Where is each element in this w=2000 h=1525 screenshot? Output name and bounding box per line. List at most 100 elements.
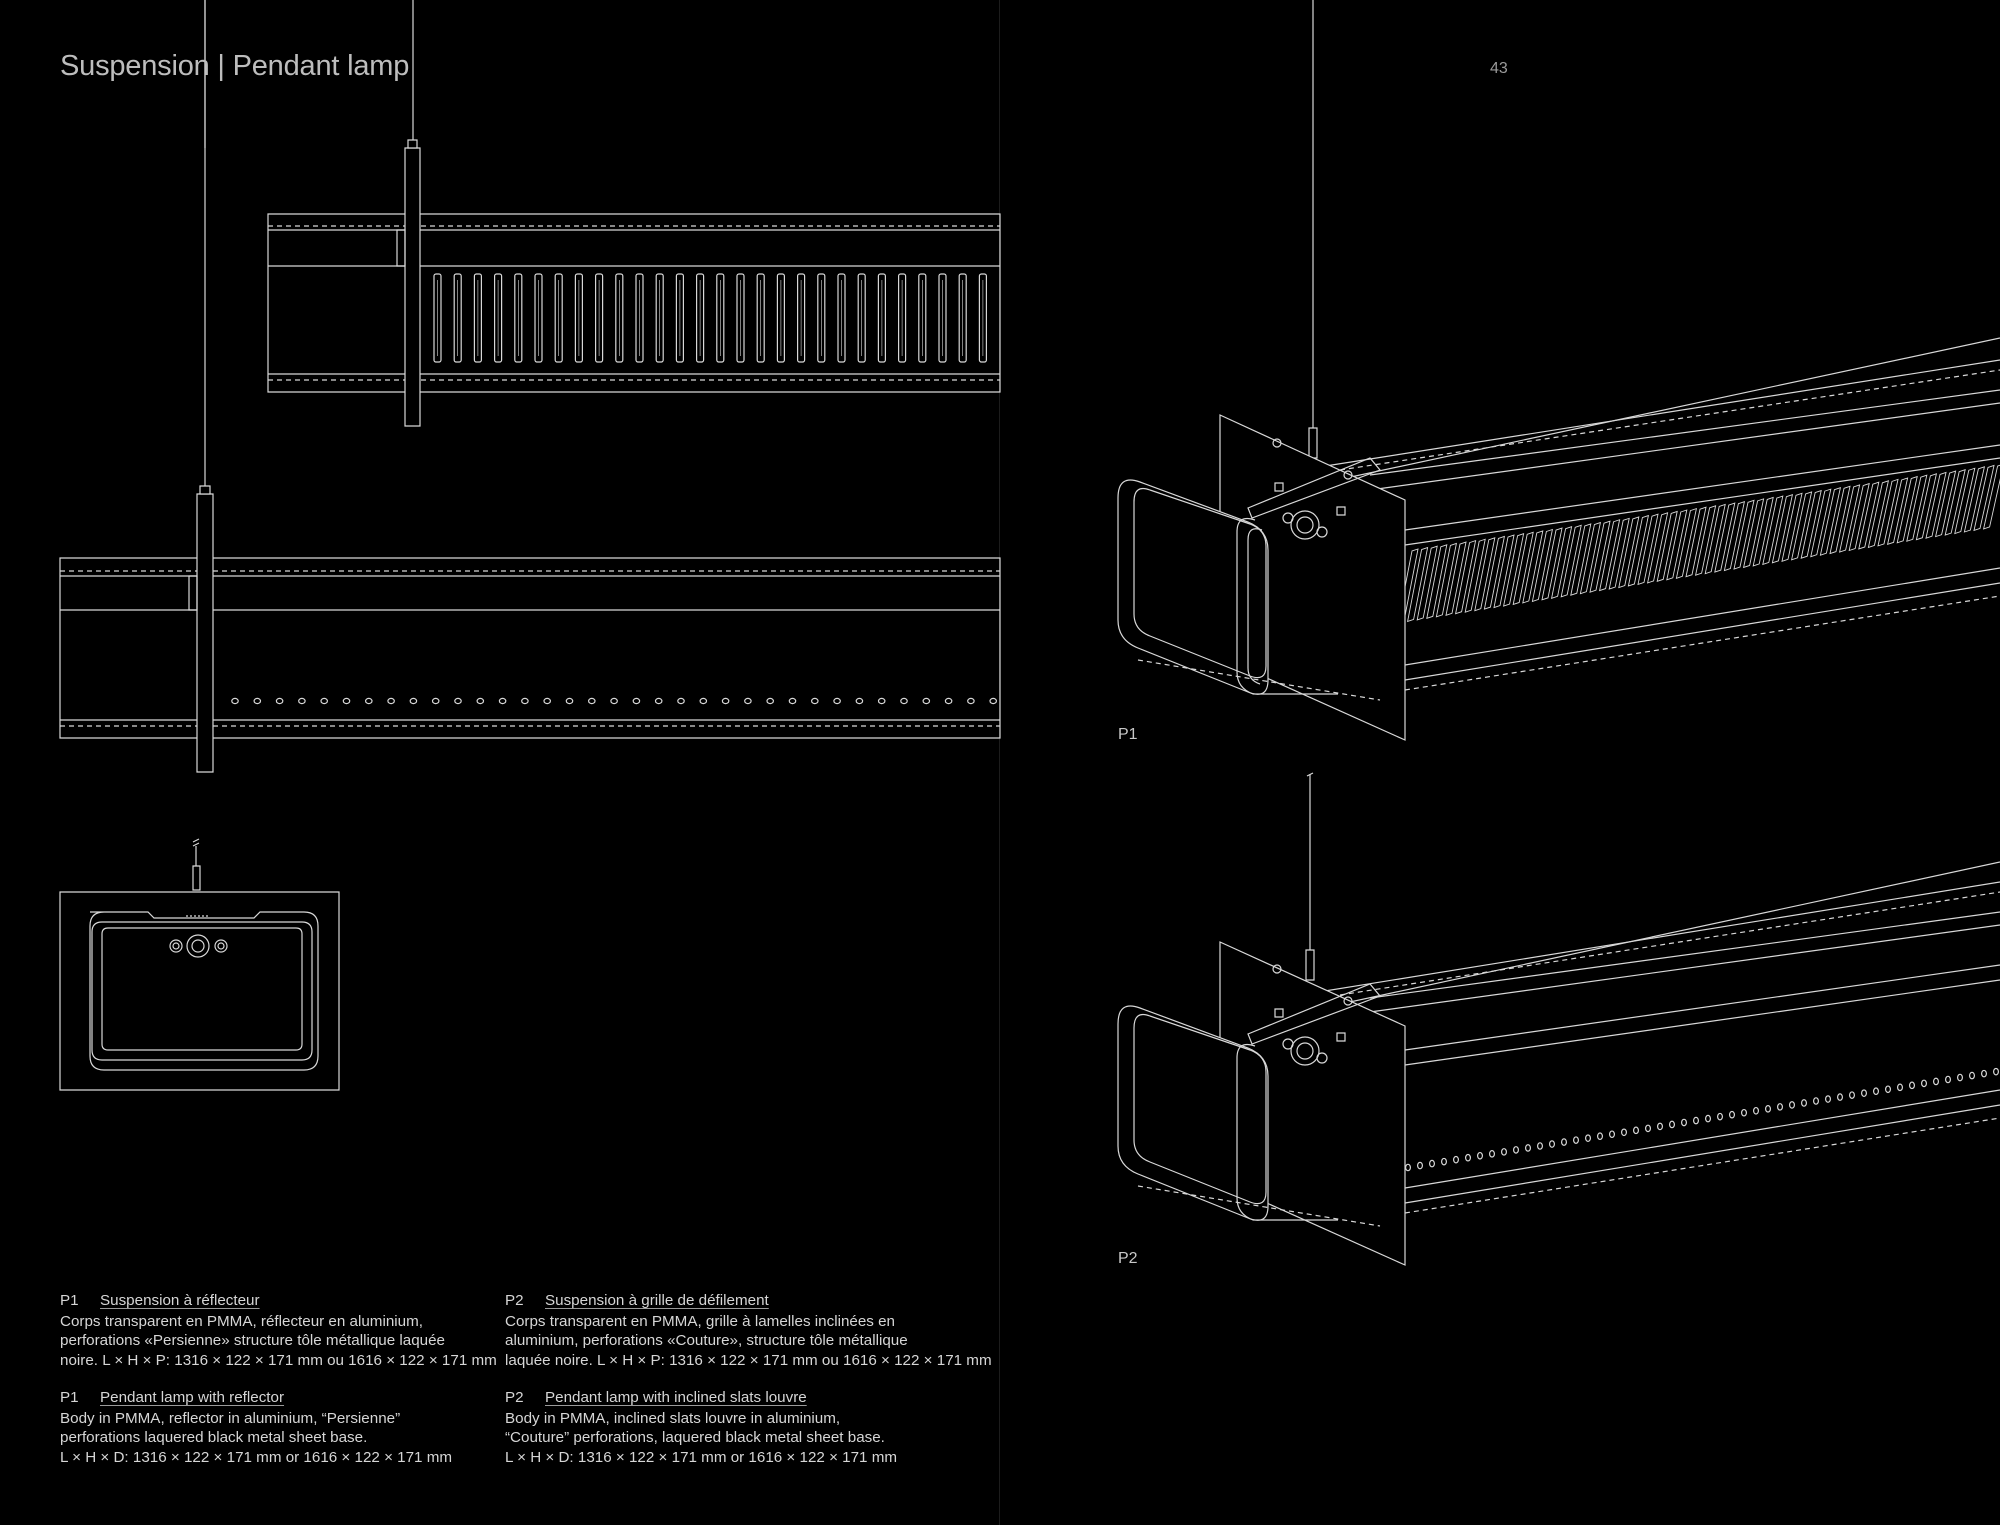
iso-perforation-dot bbox=[1454, 1156, 1459, 1162]
description-line: Corps transparent en PMMA, grille à lame… bbox=[505, 1312, 895, 1330]
iso-perforation-dot bbox=[1766, 1106, 1771, 1112]
iso-perforation-dot bbox=[1898, 1084, 1903, 1090]
product-name: Suspension à réflecteur bbox=[100, 1292, 260, 1309]
iso-slat bbox=[1561, 525, 1581, 596]
iso-perforation-dot bbox=[1718, 1113, 1723, 1119]
louvre-slot bbox=[959, 274, 966, 362]
perforation-dot bbox=[834, 698, 840, 703]
iso-slat bbox=[1782, 493, 1802, 561]
iso-perforation-dot bbox=[1526, 1145, 1531, 1151]
elevation-drawing-louvre bbox=[205, 0, 1000, 426]
iso-slat bbox=[1628, 516, 1648, 586]
louvre-slot bbox=[777, 274, 784, 362]
iso-slat bbox=[1926, 472, 1946, 538]
perforation-dot bbox=[700, 698, 706, 703]
iso-slat bbox=[1696, 506, 1716, 575]
iso-slat bbox=[1648, 513, 1668, 583]
iso-slat bbox=[1408, 548, 1428, 622]
iso-perforation-dot bbox=[1670, 1121, 1675, 1127]
iso-perforation-dot bbox=[1418, 1162, 1423, 1168]
louvre-slot bbox=[474, 274, 481, 362]
product-name: Pendant lamp with reflector bbox=[100, 1389, 285, 1406]
iso-perforation-dot bbox=[1694, 1117, 1699, 1123]
louvre-slot bbox=[757, 274, 764, 362]
iso-slat bbox=[1820, 488, 1840, 555]
perforation-dot bbox=[990, 698, 996, 703]
louvre-slot bbox=[717, 274, 724, 362]
iso-perforation-dot bbox=[1730, 1111, 1735, 1117]
louvre-slot bbox=[495, 274, 502, 362]
louvre-slot bbox=[434, 274, 441, 362]
iso-perforation-dot bbox=[1622, 1129, 1627, 1135]
louvre-slot bbox=[575, 274, 582, 362]
louvre-slot bbox=[697, 274, 704, 362]
perforation-dot bbox=[388, 698, 394, 703]
perforation-dot bbox=[789, 698, 795, 703]
iso-perforation-dot bbox=[1850, 1092, 1855, 1098]
iso-perforation-dot bbox=[1478, 1153, 1483, 1159]
description-line: L × H × D: 1316 × 122 × 171 mm or 1616 ×… bbox=[505, 1448, 898, 1466]
iso-perforation-dot bbox=[1598, 1133, 1603, 1139]
iso-slat bbox=[1417, 546, 1437, 620]
perforation-dot bbox=[856, 698, 862, 703]
iso-slat bbox=[1868, 481, 1888, 548]
perforation-dot bbox=[366, 698, 372, 703]
section-drawing bbox=[60, 839, 339, 1090]
iso-slat bbox=[1888, 478, 1908, 544]
iso-slat bbox=[1552, 527, 1572, 599]
perforation-dot bbox=[232, 698, 238, 703]
iso-perforation-dot bbox=[1886, 1086, 1891, 1092]
isometric-drawing-p1 bbox=[1118, 0, 2000, 740]
perforation-dot bbox=[321, 698, 327, 703]
perforation-dot bbox=[767, 698, 773, 703]
iso-perforation-dot bbox=[1958, 1074, 1963, 1080]
louvre-slot bbox=[878, 274, 885, 362]
perforation-dot bbox=[633, 698, 639, 703]
iso-slat bbox=[1724, 502, 1744, 571]
iso-slat bbox=[1936, 471, 1956, 537]
iso-perforation-dot bbox=[1514, 1147, 1519, 1153]
iso-perforation-dot bbox=[1790, 1102, 1795, 1108]
description-line: Body in PMMA, reflector in aluminium, “P… bbox=[60, 1409, 401, 1427]
louvre-slot bbox=[636, 274, 643, 362]
iso-perforation-dot bbox=[1742, 1110, 1747, 1116]
iso-slat bbox=[1475, 538, 1495, 611]
louvre-slot bbox=[515, 274, 522, 362]
iso-slat bbox=[1859, 482, 1879, 549]
louvre-slot bbox=[979, 274, 986, 362]
product-code: P2 bbox=[505, 1292, 524, 1309]
iso-perforation-dot bbox=[1754, 1108, 1759, 1114]
iso-perforation-dot bbox=[1814, 1098, 1819, 1104]
product-code: P1 bbox=[60, 1292, 79, 1309]
iso-slat bbox=[1945, 470, 1965, 535]
iso-perforation-dot bbox=[1970, 1072, 1975, 1078]
figure-label-p1: P1 bbox=[1118, 726, 1138, 743]
iso-perforation-dot bbox=[1502, 1149, 1507, 1155]
iso-slat bbox=[1897, 477, 1917, 543]
louvre-slot bbox=[656, 274, 663, 362]
iso-slat bbox=[1494, 535, 1514, 608]
iso-slat bbox=[1811, 489, 1831, 557]
iso-slat bbox=[1753, 497, 1773, 565]
perforation-dot bbox=[968, 698, 974, 703]
description-line: perforations «Persienne» structure tôle … bbox=[60, 1332, 445, 1349]
iso-perforation-dot bbox=[1430, 1160, 1435, 1166]
iso-perforation-dot bbox=[1826, 1096, 1831, 1102]
iso-perforation-dot bbox=[1562, 1139, 1567, 1145]
iso-perforation-dot bbox=[1706, 1115, 1711, 1121]
iso-perforation-dot bbox=[1634, 1127, 1639, 1133]
iso-slat bbox=[1667, 510, 1687, 580]
isometric-drawing-p2 bbox=[1118, 773, 2000, 1265]
louvre-slot bbox=[838, 274, 845, 362]
iso-slat bbox=[1571, 524, 1591, 595]
louvre-slot bbox=[899, 274, 906, 362]
iso-slat bbox=[1955, 468, 1975, 533]
perforation-dot bbox=[522, 698, 528, 703]
description-line: Corps transparent en PMMA, réflecteur en… bbox=[60, 1312, 423, 1330]
perforation-dot bbox=[901, 698, 907, 703]
description-p1-fr: P1 Suspension à réflecteur Corps transpar… bbox=[60, 1291, 500, 1370]
iso-slat bbox=[1964, 467, 1984, 532]
perforation-dot bbox=[299, 698, 305, 703]
